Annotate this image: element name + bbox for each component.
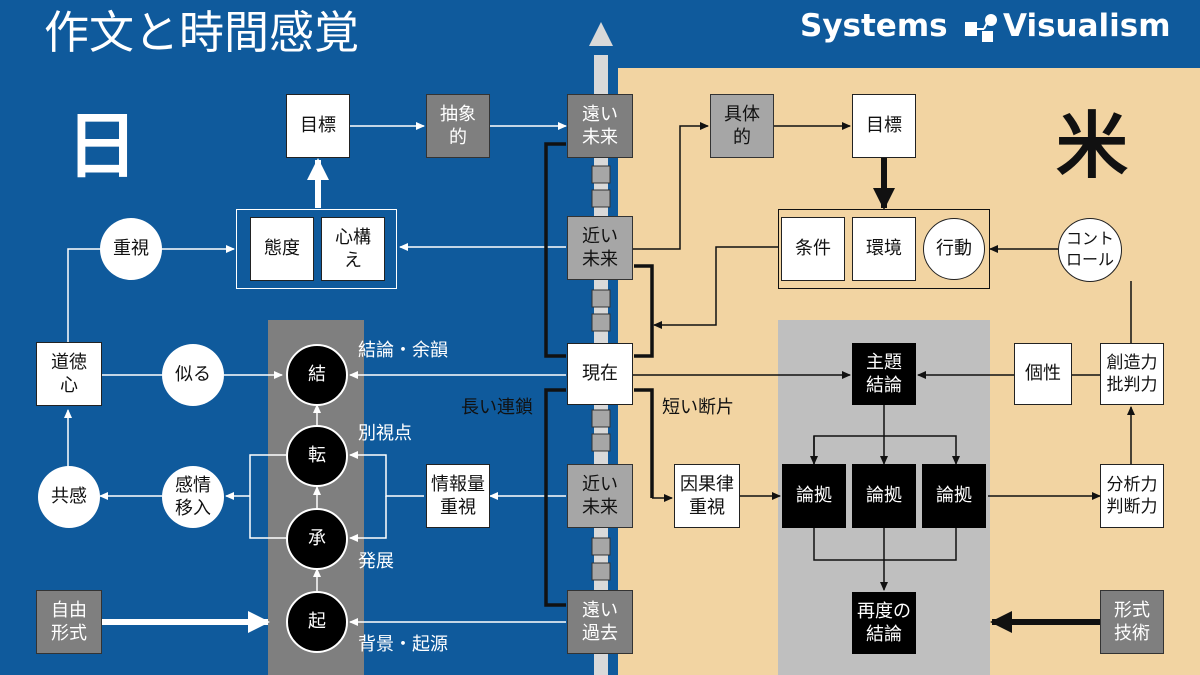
japan-mindset: 心構 え <box>321 217 385 281</box>
japan-emphasis: 重視 <box>100 218 162 280</box>
long-chain-label: 長い連鎖 <box>461 397 533 418</box>
brand-left: Systems <box>800 8 948 44</box>
timeline-near-future-top: 近い 未来 <box>567 216 633 280</box>
short-fragment-label: 短い断片 <box>662 397 734 418</box>
timeline-far-past: 遠い 過去 <box>567 590 633 654</box>
japan-info-volume: 情報量 重視 <box>426 464 490 528</box>
japan-label: 日 <box>66 104 139 188</box>
japan-abstract: 抽象 的 <box>426 94 490 158</box>
usa-action: 行動 <box>923 218 985 280</box>
usa-control: コント ロール <box>1058 218 1122 282</box>
usa-argument-1: 論拠 <box>782 464 846 528</box>
action-group <box>778 209 990 289</box>
japan-goal: 目標 <box>286 94 350 158</box>
japan-morality: 道徳 心 <box>36 342 102 406</box>
brand-right: Visualism <box>1003 8 1171 44</box>
page-title: 作文と時間感覚 <box>44 6 360 59</box>
ketsu-label: 結論・余韻 <box>358 340 448 361</box>
usa-creativity: 創造力 批判力 <box>1100 343 1164 405</box>
usa-concrete: 具体 的 <box>710 94 774 158</box>
usa-argument-3: 論拠 <box>922 464 986 528</box>
timeline-present: 現在 <box>567 343 633 405</box>
ki-node: 起 <box>286 591 348 653</box>
usa-label: 米 <box>1056 104 1129 188</box>
sho-label: 発展 <box>358 551 394 572</box>
usa-goal: 目標 <box>852 94 916 158</box>
sho-node: 承 <box>286 508 348 570</box>
timeline-far-future: 遠い 未来 <box>567 94 633 158</box>
usa-analysis: 分析力 判断力 <box>1100 464 1164 528</box>
japan-free-form: 自由 形式 <box>36 590 102 654</box>
japan-attitude: 態度 <box>250 217 314 281</box>
usa-causality: 因果律 重視 <box>674 464 740 528</box>
ketsu-node: 結 <box>286 344 348 406</box>
japan-emotional-involvement: 感情 移入 <box>162 466 224 528</box>
usa-condition: 条件 <box>781 217 845 281</box>
ten-node: 転 <box>286 425 348 487</box>
timeline-near-future-bottom: 近い 未来 <box>567 464 633 528</box>
attitude-group <box>236 209 397 289</box>
usa-individuality: 個性 <box>1014 343 1072 405</box>
ki-label: 背景・起源 <box>358 634 448 655</box>
usa-main-conclusion: 主題 結論 <box>852 343 916 405</box>
ten-label: 別視点 <box>358 423 412 444</box>
usa-reconclusion: 再度の 結論 <box>852 592 916 654</box>
usa-format-technique: 形式 技術 <box>1100 590 1164 654</box>
usa-argument-2: 論拠 <box>852 464 916 528</box>
usa-environment: 環境 <box>852 217 916 281</box>
japan-empathy: 共感 <box>38 466 100 528</box>
japan-resemble: 似る <box>162 344 224 406</box>
flowchart-logo-icon <box>962 12 1000 46</box>
